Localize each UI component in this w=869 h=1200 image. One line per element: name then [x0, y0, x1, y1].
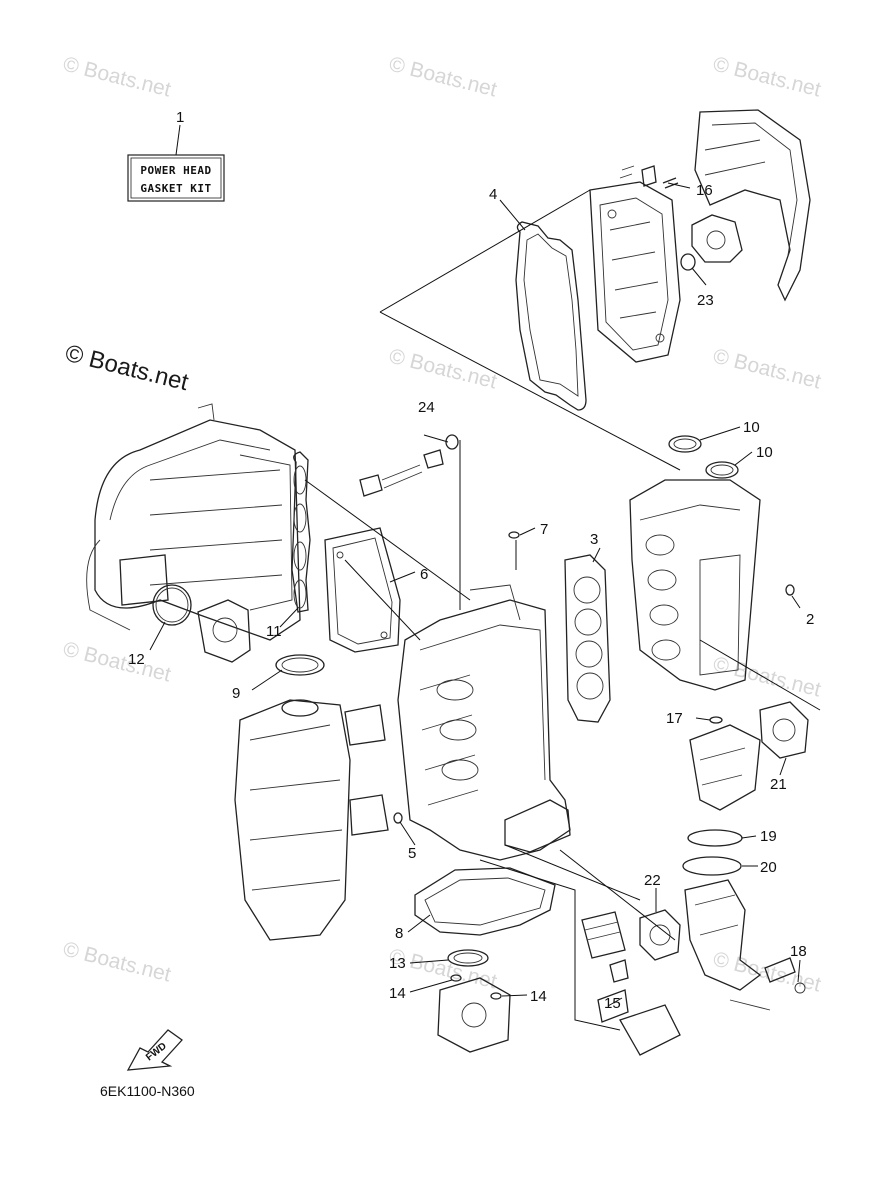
watermark: © Boats.net: [61, 53, 173, 102]
oil-seal-13[interactable]: [447, 949, 489, 967]
callout-15[interactable]: 15: [604, 995, 621, 1012]
callout-5[interactable]: 5: [408, 845, 416, 862]
exhaust-pipe: [684, 879, 771, 1011]
exhaust-manifold: [689, 724, 761, 811]
watermark: © Boats.net: [387, 345, 499, 394]
watermark: © Boats.net: [711, 53, 823, 102]
base-gasket[interactable]: [414, 867, 556, 936]
crank-oil-seal[interactable]: [275, 654, 325, 676]
diagram-code: 6EK1100-N360: [100, 1083, 195, 1099]
callout-2[interactable]: 2: [806, 611, 814, 628]
cylinder-block: [397, 584, 571, 861]
oil-filter: [581, 911, 626, 959]
thermostat-oring[interactable]: [680, 253, 696, 271]
oring-14a[interactable]: [450, 974, 462, 982]
callout-22[interactable]: 22: [644, 872, 661, 889]
oil-pump: [437, 977, 511, 1053]
callout-14b[interactable]: 14: [530, 988, 547, 1005]
head-gasket[interactable]: [564, 554, 611, 723]
cover-plate-gasket[interactable]: [324, 527, 401, 653]
part-5-oring[interactable]: [393, 812, 403, 824]
cylinder-head: [629, 479, 761, 691]
callout-8[interactable]: 8: [395, 925, 403, 942]
part-16-bolt[interactable]: [619, 165, 679, 189]
callout-19[interactable]: 19: [760, 828, 777, 845]
gasket-kit-line2: GASKET KIT: [140, 182, 211, 195]
callout-20[interactable]: 20: [760, 859, 777, 876]
callout-18[interactable]: 18: [790, 943, 807, 960]
sensor-assembly: [359, 449, 444, 497]
fwd-arrow-icon: FWD: [126, 1029, 183, 1071]
crankcase: [234, 699, 389, 941]
callouts: 1 2 3 4 5 6 7 8 9 10 10 11 12 13 14 14 1…: [128, 109, 814, 1012]
cylinder-head-cover: [589, 181, 681, 363]
watermark: © Boats.net: [711, 653, 823, 702]
exhaust-gasket-21[interactable]: [759, 701, 809, 759]
thermostat-housing: [691, 214, 743, 263]
watermark-main: © Boats.net: [63, 340, 192, 397]
manifold-gasket[interactable]: [291, 451, 311, 613]
callout-21[interactable]: 21: [770, 776, 787, 793]
exhaust-gasket-22[interactable]: [639, 909, 681, 961]
callout-13[interactable]: 13: [389, 955, 406, 972]
exhaust-cover: [694, 109, 811, 302]
callout-3[interactable]: 3: [590, 531, 598, 548]
callout-17[interactable]: 17: [666, 710, 683, 727]
gasket-kit-line1: POWER HEAD: [140, 164, 211, 177]
watermark: © Boats.net: [61, 638, 173, 687]
oring-19[interactable]: [687, 829, 743, 847]
watermark: © Boats.net: [711, 345, 823, 394]
fuel-fitting: [609, 959, 681, 1056]
callout-6[interactable]: 6: [420, 566, 428, 583]
oring-14b[interactable]: [490, 992, 502, 1000]
part-24-oring[interactable]: [445, 434, 459, 450]
oil-seal-10b[interactable]: [705, 461, 739, 479]
part-7-oring[interactable]: [508, 531, 520, 539]
cover-gasket[interactable]: [515, 221, 587, 411]
callout-9[interactable]: 9: [232, 685, 240, 702]
leader-lines: [149, 124, 801, 1007]
callout-11[interactable]: 11: [266, 623, 282, 640]
callout-4[interactable]: 4: [489, 186, 497, 203]
part-18-bolt[interactable]: [764, 957, 806, 994]
reference-lines: [304, 189, 821, 1031]
throttle-oring[interactable]: [152, 584, 192, 626]
callout-14a[interactable]: 14: [389, 985, 406, 1002]
intake-manifold: [86, 403, 301, 641]
oil-seal-10a[interactable]: [668, 435, 702, 453]
part-15-clamp[interactable]: [597, 989, 629, 1023]
callout-7[interactable]: 7: [540, 521, 548, 538]
part-17-oring[interactable]: [709, 716, 723, 724]
callout-23[interactable]: 23: [697, 292, 714, 309]
part-2-oring[interactable]: [785, 584, 795, 596]
gasket-kit-box[interactable]: POWER HEAD GASKET KIT: [127, 154, 225, 202]
callout-1[interactable]: 1: [176, 109, 184, 126]
callout-16[interactable]: 16: [696, 182, 713, 199]
oring-20[interactable]: [682, 856, 742, 876]
throttle-body: [197, 599, 251, 663]
callout-12[interactable]: 12: [128, 651, 145, 668]
callout-10a[interactable]: 10: [743, 419, 760, 436]
watermark: © Boats.net: [387, 53, 499, 102]
callout-10b[interactable]: 10: [756, 444, 773, 461]
watermark: © Boats.net: [61, 938, 173, 987]
callout-24[interactable]: 24: [418, 399, 435, 416]
